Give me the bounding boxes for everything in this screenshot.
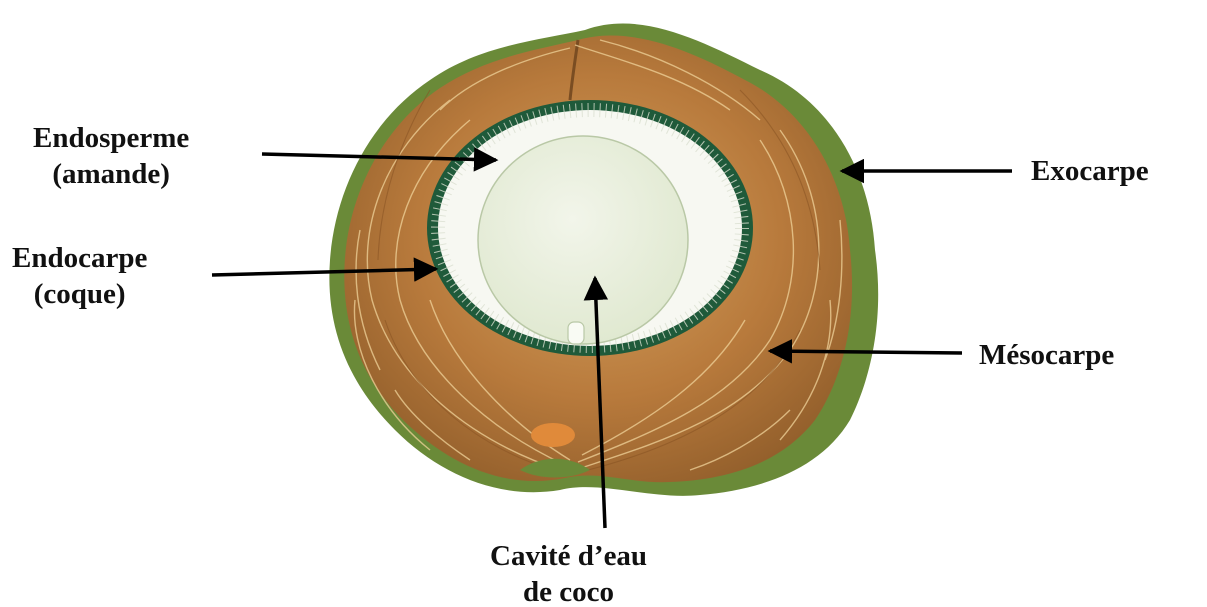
label-endosperme: Endosperme (amande) — [33, 120, 189, 192]
embryo-pore — [568, 322, 584, 344]
arrow-mesocarpe — [770, 351, 962, 353]
water-cavity — [478, 136, 688, 344]
label-exocarpe-text: Exocarpe — [1031, 153, 1149, 189]
label-endocarpe: Endocarpe (coque) — [12, 240, 147, 312]
label-cavite-line2: de coco — [490, 574, 647, 607]
label-cavite: Cavité d’eau de coco — [490, 538, 647, 607]
label-endocarpe-line1: Endocarpe — [12, 240, 147, 276]
label-mesocarpe: Mésocarpe — [979, 337, 1114, 373]
label-mesocarpe-text: Mésocarpe — [979, 337, 1114, 373]
bottom-tuft — [531, 423, 575, 447]
label-endosperme-line2: (amande) — [33, 156, 189, 192]
label-endocarpe-line2: (coque) — [12, 276, 147, 312]
label-cavite-line1: Cavité d’eau — [490, 538, 647, 574]
label-endosperme-line1: Endosperme — [33, 120, 189, 156]
label-exocarpe: Exocarpe — [1031, 153, 1149, 189]
